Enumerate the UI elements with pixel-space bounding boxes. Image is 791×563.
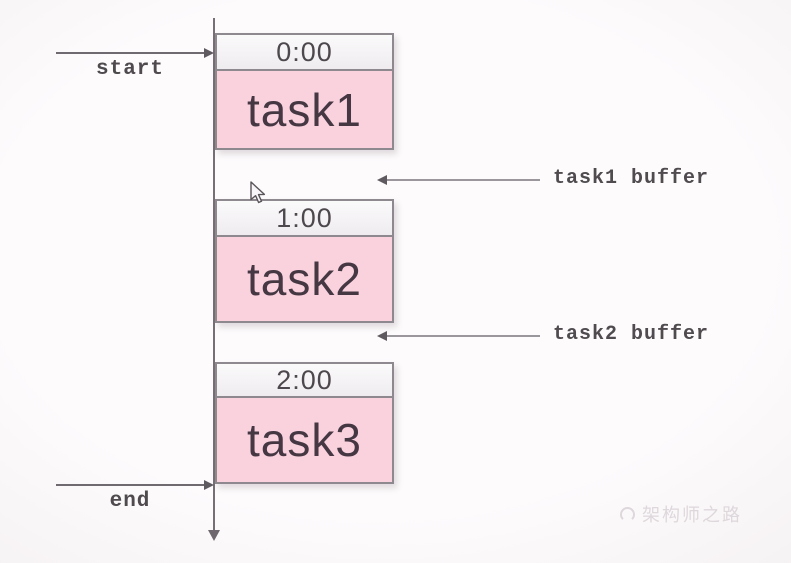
smiley-circle-logo-icon: [620, 506, 635, 522]
end-arrowhead-icon: [204, 480, 214, 490]
task-box-task1: 0:00 task1: [215, 33, 394, 150]
task2-buffer-label: task2 buffer: [553, 323, 710, 346]
task2-time-header: 1:00: [217, 201, 392, 237]
start-label: start: [95, 58, 164, 81]
task3-name: task3: [217, 398, 392, 482]
watermark-text: 架构师之路: [642, 505, 742, 525]
task1-time-header: 0:00: [217, 35, 392, 71]
task1-buffer-arrow-line: [386, 179, 540, 181]
task1-name: task1: [217, 71, 392, 148]
start-arrow-line: [56, 52, 207, 54]
arrow-pointer-cursor-icon: [250, 181, 266, 204]
task-box-task2: 1:00 task2: [215, 199, 394, 323]
timeline-line: [213, 18, 215, 534]
task-box-task3: 2:00 task3: [215, 362, 394, 484]
watermark: 架构师之路: [620, 501, 742, 527]
start-arrowhead-icon: [204, 48, 214, 58]
task3-time-header: 2:00: [217, 364, 392, 398]
task1-buffer-arrowhead-icon: [377, 175, 387, 185]
end-label: end: [109, 490, 151, 513]
end-arrow-line: [56, 484, 207, 486]
timeline-down-arrow-icon: [208, 530, 220, 541]
task2-buffer-arrowhead-icon: [377, 331, 387, 341]
task2-buffer-arrow-line: [386, 335, 540, 337]
task2-name: task2: [217, 237, 392, 321]
task1-buffer-label: task1 buffer: [553, 167, 710, 190]
